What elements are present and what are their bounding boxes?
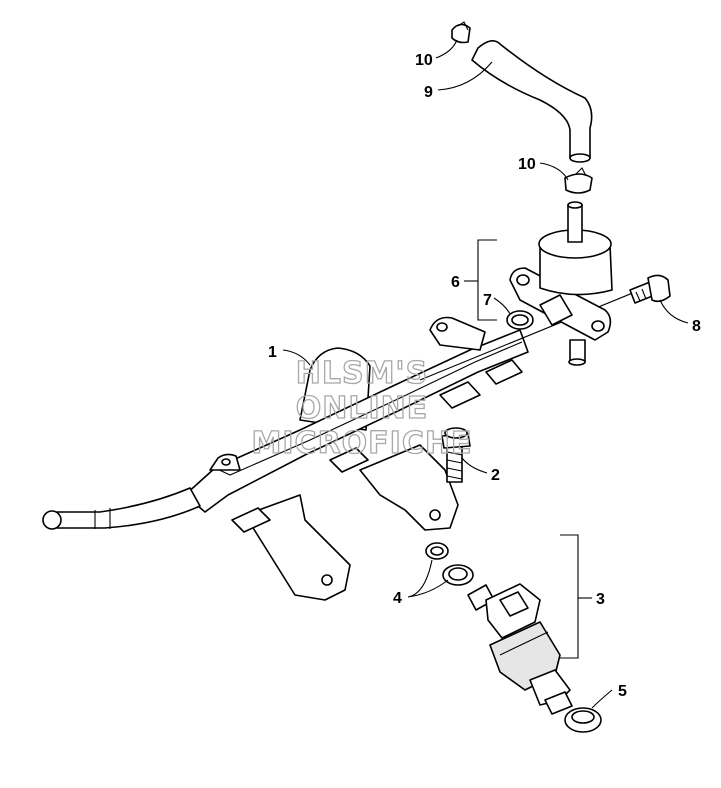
right-bracket-hole	[429, 509, 441, 521]
leader-10-upper	[435, 39, 458, 59]
callout-10-lower: 10	[518, 156, 536, 173]
leader-4	[407, 559, 449, 598]
injector-seal-5-inner	[571, 710, 595, 724]
callout-2: 2	[491, 467, 500, 484]
leader-lines	[282, 39, 689, 709]
callout-10-upper: 10	[415, 52, 433, 69]
fuel-inlet-pipe	[54, 487, 201, 529]
hose-clamp-lower-tab	[575, 167, 587, 177]
left-clip-hole	[221, 458, 231, 466]
fuel-rail-edge	[214, 341, 523, 476]
vacuum-hose-lower-end	[569, 153, 591, 163]
regulator-inlet-boss	[539, 294, 573, 326]
bolt-2-head	[444, 427, 468, 439]
vacuum-hose-assembly	[451, 21, 593, 194]
assembly-centerline	[419, 289, 641, 381]
watermark-line-1: HLSM'S	[296, 356, 428, 391]
bolt-8-thread	[635, 288, 647, 302]
callout-7: 7	[483, 292, 492, 309]
leader-7	[493, 297, 511, 315]
regulator-outlet-end	[568, 358, 586, 366]
regulator-flange-hole-2	[591, 320, 605, 332]
bolt-8-head	[647, 274, 671, 303]
callout-numbers: 1 2 3 4 5 6 7 8 9 10 10	[268, 52, 701, 700]
pressure-regulator-assembly	[506, 201, 671, 366]
rail-injector-clip-3	[439, 381, 481, 409]
hose-clamp-upper	[451, 23, 471, 44]
leader-10-lower	[539, 162, 569, 181]
watermark: HLSM'S ONLINE MICROFICHE	[251, 355, 473, 461]
top-tab-hole	[436, 322, 448, 332]
vacuum-hose	[471, 40, 593, 159]
leader-1	[282, 349, 311, 366]
fuel-rail-right-bracket	[359, 444, 459, 531]
regulator-flange-hole-1	[516, 274, 530, 286]
injector-grommet-inner	[448, 567, 468, 581]
injector-body-band	[499, 631, 549, 656]
fuel-rail-left-bracket	[244, 494, 351, 601]
hose-clamp-upper-tab	[457, 21, 469, 31]
left-bracket-hole	[321, 574, 333, 586]
leader-2	[461, 457, 488, 474]
fuel-rail-top-tab	[429, 316, 486, 351]
leader-9	[437, 61, 493, 91]
hose-clamp-lower	[564, 173, 593, 194]
bolt-part-2	[441, 427, 471, 483]
bracket-6	[477, 239, 497, 321]
callout-9: 9	[424, 84, 433, 101]
injector-o-ring-upper-inner	[430, 546, 444, 556]
callout-8: 8	[692, 318, 701, 335]
callout-4: 4	[393, 590, 402, 607]
bolt-2-thread	[446, 451, 463, 480]
fuel-rail-body	[184, 329, 529, 513]
watermark-line-3: MICROFICHE	[252, 426, 473, 461]
rail-injector-clip-4	[485, 359, 523, 385]
injector-connector-socket	[499, 591, 529, 617]
callout-5: 5	[618, 683, 627, 700]
callout-6: 6	[451, 274, 460, 291]
rail-injector-clip-2	[329, 447, 369, 473]
leader-8	[659, 299, 689, 324]
fuel-rail	[42, 289, 641, 601]
bracket-3	[560, 534, 579, 659]
callout-1: 1	[268, 344, 277, 361]
regulator-nipple-end	[567, 201, 583, 209]
injector-tip	[544, 691, 573, 715]
regulator-o-ring-inner	[511, 314, 529, 326]
rail-injector-clip-1	[231, 507, 271, 533]
fuel-injector-assembly	[425, 542, 602, 733]
watermark-line-2: ONLINE	[296, 391, 429, 426]
regulator-vacuum-nipple	[567, 204, 583, 243]
callout-3: 3	[596, 591, 605, 608]
leader-5	[591, 689, 613, 709]
inlet-pipe-ridges	[94, 508, 111, 529]
regulator-body	[539, 244, 613, 296]
fuel-inlet-end	[42, 510, 62, 530]
